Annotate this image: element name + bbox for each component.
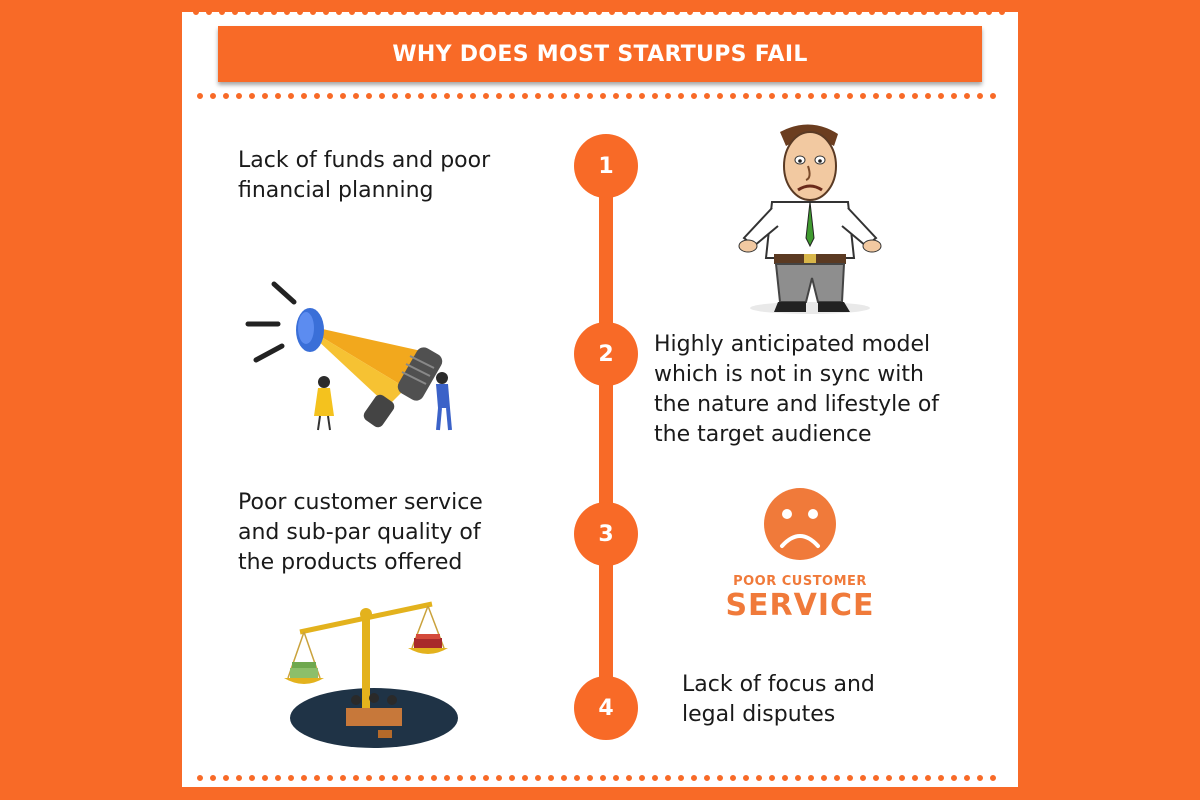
step-2-text: Highly anticipated model which is not in… [654,330,939,450]
step-2-line: which is not in sync with [654,362,924,387]
left-orange-band [0,0,182,800]
poor-service-label-large: SERVICE [725,588,875,623]
step-3-text: Poor customer service and sub-par qualit… [238,488,483,578]
step-number: 2 [598,341,614,367]
justice-scale-illustration [284,601,458,748]
step-circle-2: 2 [574,322,638,386]
top-dotted-divider [197,93,1009,99]
step-1-line: financial planning [238,178,434,203]
megaphone-illustration [245,281,452,431]
broke-man-illustration [738,124,882,314]
step-number: 4 [598,695,614,721]
title-banner: WHY DOES MOST STARTUPS FAIL [218,26,982,82]
step-1-text: Lack of funds and poor financial plannin… [238,146,490,206]
step-number: 1 [598,153,614,179]
step-1-line: Lack of funds and poor [238,148,491,173]
step-3-line: the products offered [238,550,463,575]
step-2-line: the nature and lifestyle of [654,392,940,417]
right-orange-band [1018,0,1200,800]
bottom-orange-edge [0,787,1200,800]
step-circle-4: 4 [574,676,638,740]
sad-face-icon [764,488,836,560]
step-number: 3 [598,521,614,547]
step-4-line: Lack of focus and [682,672,875,697]
step-circle-3: 3 [574,502,638,566]
poor-service-label-small: POOR CUSTOMER [733,574,867,589]
step-4-text: Lack of focus and legal disputes [682,670,875,730]
panel-top-dotted-edge [193,9,1009,15]
step-3-line: and sub-par quality of [238,520,481,545]
timeline-spine [599,168,613,708]
step-2-line: Highly anticipated model [654,332,931,357]
step-4-line: legal disputes [682,702,836,727]
step-circle-1: 1 [574,134,638,198]
step-2-line: the target audience [654,422,872,447]
page-title: WHY DOES MOST STARTUPS FAIL [392,41,808,67]
step-3-line: Poor customer service [238,490,483,515]
bottom-dotted-divider [197,775,1009,781]
